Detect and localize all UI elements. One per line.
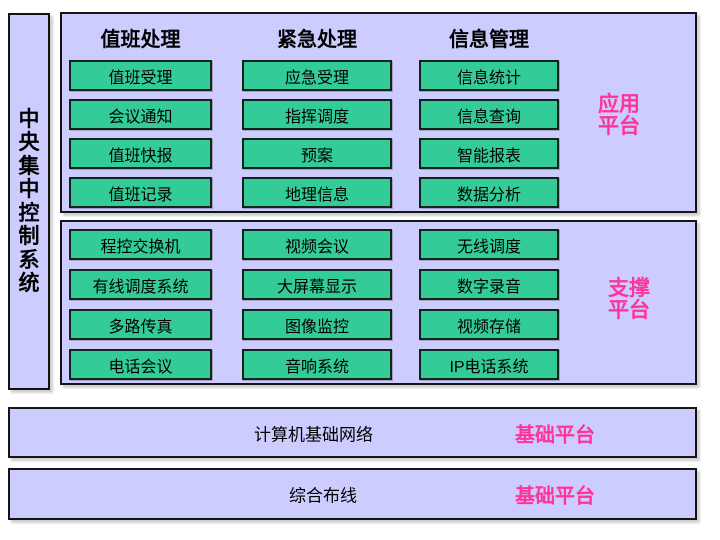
- module-block: 图像监控: [242, 309, 392, 340]
- label-line: 支撑: [608, 277, 650, 300]
- support-column-3: 无线调度 数字录音 视频存储 IP电话系统: [419, 222, 559, 383]
- button-stack: 应急受理 指挥调度 预案 地理信息: [242, 60, 392, 208]
- module-block: 大屏幕显示: [242, 269, 392, 300]
- button-stack: 视频会议 大屏幕显示 图像监控 音响系统: [242, 229, 392, 380]
- module-block: 有线调度系统: [69, 269, 212, 300]
- label-line: 平台: [608, 299, 650, 322]
- support-platform-label: 支撑 平台: [608, 278, 650, 322]
- bar-title: 综合布线: [289, 486, 357, 506]
- bar-title: 计算机基础网络: [254, 425, 373, 444]
- button-stack: 无线调度 数字录音 视频存储 IP电话系统: [419, 229, 559, 380]
- module-block: 信息查询: [419, 99, 559, 130]
- module-block: 应急受理: [242, 60, 392, 91]
- support-column-1: 程控交换机 有线调度系统 多路传真 电话会议: [69, 222, 212, 383]
- button-stack: 信息统计 信息查询 智能报表 数据分析: [419, 60, 559, 208]
- column-header: 信息管理: [449, 29, 529, 51]
- button-stack: 程控交换机 有线调度系统 多路传真 电话会议: [69, 229, 212, 380]
- module-block: 程控交换机: [69, 229, 212, 260]
- module-block: 值班记录: [69, 177, 212, 208]
- central-control-system-title: 中央集中控制系统: [18, 107, 40, 296]
- module-block: 指挥调度: [242, 99, 392, 130]
- support-platform-panel: 程控交换机 有线调度系统 多路传真 电话会议 视频会议 大屏幕显示 图像监控 音…: [60, 220, 697, 385]
- label-line: 平台: [598, 115, 640, 138]
- module-block: 信息统计: [419, 60, 559, 91]
- module-block: 视频存储: [419, 309, 559, 340]
- module-block: 视频会议: [242, 229, 392, 260]
- module-block: 电话会议: [69, 349, 212, 380]
- label-line: 应用: [598, 93, 640, 116]
- column-header: 紧急处理: [277, 29, 357, 51]
- module-block: 值班受理: [69, 60, 212, 91]
- column-header: 值班处理: [100, 29, 181, 51]
- base-platform-label: 基础平台: [515, 424, 595, 446]
- module-block: 数字录音: [419, 269, 559, 300]
- module-block: 智能报表: [419, 138, 559, 169]
- module-block: IP电话系统: [419, 349, 559, 380]
- button-stack: 值班受理 会议通知 值班快报 值班记录: [69, 60, 212, 208]
- cabling-base-bar: 综合布线 基础平台: [8, 468, 697, 520]
- module-block: 多路传真: [69, 309, 212, 340]
- duty-processing-column: 值班处理 值班受理 会议通知 值班快报 值班记录: [69, 14, 212, 211]
- module-block: 值班快报: [69, 138, 212, 169]
- network-base-bar: 计算机基础网络 基础平台: [8, 407, 697, 458]
- base-platform-label: 基础平台: [515, 485, 595, 508]
- module-block: 数据分析: [419, 177, 559, 208]
- application-platform-panel: 值班处理 值班受理 会议通知 值班快报 值班记录 紧急处理 应急受理 指挥调度 …: [60, 12, 697, 213]
- module-block: 预案: [242, 138, 392, 169]
- application-platform-label: 应用 平台: [598, 94, 640, 138]
- module-block: 地理信息: [242, 177, 392, 208]
- module-block: 无线调度: [419, 229, 559, 260]
- module-block: 音响系统: [242, 349, 392, 380]
- emergency-processing-column: 紧急处理 应急受理 指挥调度 预案 地理信息: [242, 14, 392, 211]
- central-control-system-bar: 中央集中控制系统: [8, 13, 50, 390]
- support-column-2: 视频会议 大屏幕显示 图像监控 音响系统: [242, 222, 392, 383]
- module-block: 会议通知: [69, 99, 212, 130]
- information-management-column: 信息管理 信息统计 信息查询 智能报表 数据分析: [419, 14, 559, 211]
